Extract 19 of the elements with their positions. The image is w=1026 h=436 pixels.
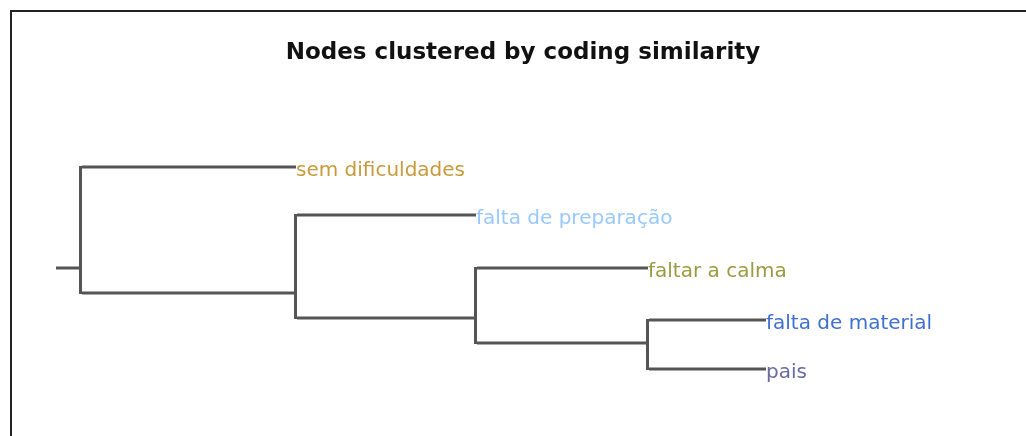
branch-line: [56, 266, 79, 270]
branch-line: [82, 165, 296, 169]
branch-junction: [79, 166, 82, 294]
branch-line: [477, 341, 646, 345]
leaf-label: pais: [766, 358, 807, 384]
branch-line: [297, 316, 474, 320]
branch-junction: [646, 319, 649, 370]
leaf-label: faltar a calma: [648, 257, 787, 283]
chart-title: Nodes clustered by coding similarity: [284, 38, 762, 64]
branch-junction: [294, 214, 297, 319]
leaf-label: falta de preparação: [476, 204, 673, 230]
branch-line: [297, 213, 476, 217]
branch-line: [649, 367, 766, 371]
branch-line: [477, 266, 648, 270]
branch-junction: [474, 267, 477, 344]
leaf-label: sem dificuldades: [296, 156, 465, 182]
branch-line: [82, 291, 294, 295]
branch-line: [649, 318, 766, 322]
leaf-label: falta de material: [766, 309, 933, 335]
